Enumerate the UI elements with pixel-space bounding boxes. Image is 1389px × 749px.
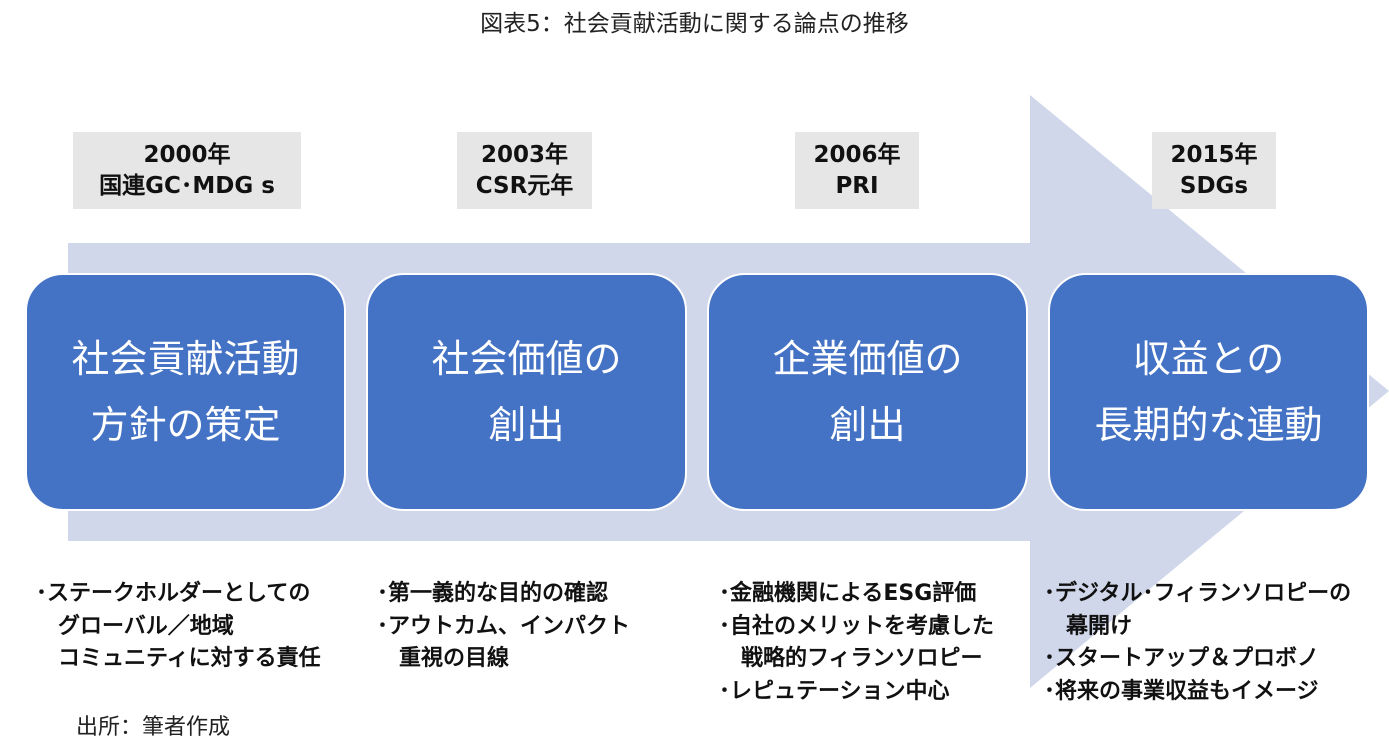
phase-line: 収益との	[1132, 337, 1285, 381]
phase-notes-1: ･ステークホルダーとしての グローバル／地域 コミュニティに対する責任	[36, 578, 321, 676]
milestone-year: 2006年	[813, 142, 901, 168]
note-line: ･将来の事業収益もイメージ	[1044, 678, 1319, 704]
note-line: ･デジタル･フィランソロピーの	[1044, 581, 1352, 606]
phase-line: 社会価値の	[431, 337, 622, 381]
phase-line: 方針の策定	[90, 403, 281, 447]
phase-box-2: 社会価値の 創出	[366, 273, 687, 511]
milestone-2015: 2015年 SDGs	[1152, 132, 1276, 209]
phase-line: 創出	[488, 403, 565, 447]
note-line: ･ステークホルダーとしての	[36, 581, 311, 606]
phase-box-3: 企業価値の 創出	[707, 273, 1028, 511]
note-line: ･第一義的な目的の確認	[377, 581, 609, 606]
note-line: 戦略的フィランソロピー	[719, 646, 983, 671]
diagram-title: 図表5：社会貢献活動に関する論点の推移	[480, 11, 909, 37]
milestone-event: CSR元年	[475, 173, 574, 199]
note-line: ･スタートアップ＆プロボノ	[1044, 646, 1320, 671]
milestone-event: SDGs	[1179, 173, 1249, 199]
milestone-2000: 2000年 国連GC･MDG s	[73, 132, 301, 209]
phase-line: 企業価値の	[772, 337, 963, 381]
milestone-year: 2000年	[143, 142, 231, 168]
milestone-2003: 2003年 CSR元年	[457, 132, 592, 209]
source-note: 出所：筆者作成	[76, 715, 231, 740]
note-line: 幕開け	[1044, 613, 1133, 639]
phase-notes-4: ･デジタル･フィランソロピーの 幕開け ･スタートアップ＆プロボノ ･将来の事業…	[1044, 578, 1351, 708]
milestone-event: PRI	[835, 173, 879, 199]
milestone-event: 国連GC･MDG s	[99, 173, 275, 199]
note-line: 重視の目線	[377, 646, 510, 671]
phase-notes-2: ･第一義的な目的の確認 ･アウトカム、インパクト 重視の目線	[377, 578, 630, 676]
note-line: ･金融機関によるESG評価	[719, 581, 977, 606]
milestone-year: 2015年	[1170, 142, 1258, 168]
phase-line: 長期的な連動	[1094, 403, 1323, 447]
phase-line: 創出	[829, 403, 906, 447]
note-line: グローバル／地域	[36, 613, 234, 639]
note-line: ･アウトカム、インパクト	[377, 613, 631, 639]
note-line: ･自社のメリットを考慮した	[719, 613, 995, 639]
milestone-2006: 2006年 PRI	[795, 132, 919, 209]
note-line: ･レピュテーション中心	[719, 678, 950, 704]
milestone-year: 2003年	[480, 142, 568, 168]
phase-notes-3: ･金融機関によるESG評価 ･自社のメリットを考慮した 戦略的フィランソロピー …	[719, 578, 994, 708]
phase-box-1: 社会貢献活動 方針の策定	[25, 273, 346, 511]
phase-box-4: 収益との 長期的な連動	[1048, 273, 1369, 511]
note-line: コミュニティに対する責任	[36, 646, 321, 671]
phase-line: 社会貢献活動	[71, 337, 300, 381]
